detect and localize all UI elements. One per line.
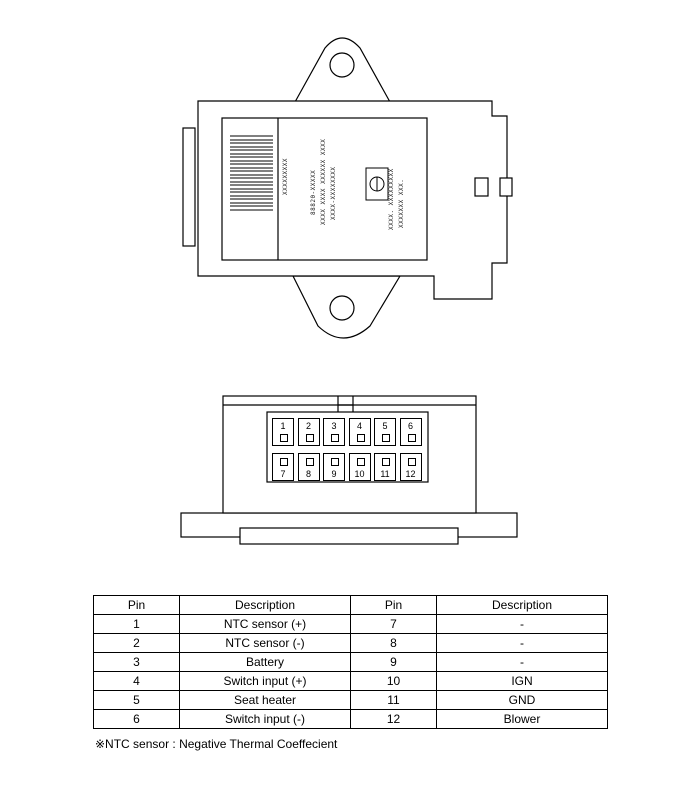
pin-number-cell: 1 xyxy=(93,614,180,634)
right-tab-latch xyxy=(499,177,513,197)
pin-number-cell: 3 xyxy=(93,652,180,672)
pin-number-cell: 5 xyxy=(93,690,180,710)
pin-description-cell: - xyxy=(436,614,608,634)
maker-logo-icon xyxy=(365,167,389,201)
table-header-row: Pin Description Pin Description xyxy=(93,595,608,615)
header-description-1: Description xyxy=(179,595,351,615)
pin-number-cell: 7 xyxy=(350,614,437,634)
pin-description-cell: - xyxy=(436,652,608,672)
header-description-2: Description xyxy=(436,595,608,615)
connector-housing xyxy=(266,411,429,483)
flange-inner xyxy=(239,527,459,545)
pin-description-cell: Seat heater xyxy=(179,690,351,710)
label-line-a: XXXXXXXXX xyxy=(282,158,289,195)
label-plate xyxy=(221,117,428,261)
bottom-mounting-hole xyxy=(329,295,355,321)
header-pin-1: Pin xyxy=(93,595,180,615)
label-line-e: XXXX. XXXXXXXXX xyxy=(388,168,395,230)
pin-description-cell: Switch input (+) xyxy=(179,671,351,691)
module-diagram: XXXXXXXXX 88820-XXXXX XXXX XXXX XXXXXX X… xyxy=(180,37,518,545)
top-mounting-hole xyxy=(329,52,355,78)
pin-description-cell: Blower xyxy=(436,709,608,729)
connector-latch xyxy=(337,396,354,412)
pin-description-cell: IGN xyxy=(436,671,608,691)
header-pin-2: Pin xyxy=(350,595,437,615)
label-line-b: 88820-XXXXX xyxy=(310,170,317,215)
pin-number-cell: 4 xyxy=(93,671,180,691)
pin-number-cell: 8 xyxy=(350,633,437,653)
pin-description-cell: - xyxy=(436,633,608,653)
pin-number-cell: 2 xyxy=(93,633,180,653)
pin-description-cell: Battery xyxy=(179,652,351,672)
pin-number-cell: 10 xyxy=(350,671,437,691)
label-line-c: XXXX XXXX XXXXXX XXXX xyxy=(320,139,327,225)
pin-description-cell: GND xyxy=(436,690,608,710)
footnote: ※NTC sensor : Negative Thermal Coeffecie… xyxy=(95,737,338,751)
label-line-f: XXXXXXX XXX. xyxy=(398,179,405,228)
left-side-tab xyxy=(182,127,196,247)
label-line-d: XXXX-XXXXXXXX xyxy=(330,167,337,220)
pin-description-cell: NTC sensor (+) xyxy=(179,614,351,634)
right-tab-slot xyxy=(474,177,489,197)
pin-number-cell: 11 xyxy=(350,690,437,710)
pin-description-cell: Switch input (-) xyxy=(179,709,351,729)
pin-description-cell: NTC sensor (-) xyxy=(179,633,351,653)
pin-number-cell: 12 xyxy=(350,709,437,729)
pin-number-cell: 6 xyxy=(93,709,180,729)
barcode xyxy=(230,135,273,211)
pin-number-cell: 9 xyxy=(350,652,437,672)
